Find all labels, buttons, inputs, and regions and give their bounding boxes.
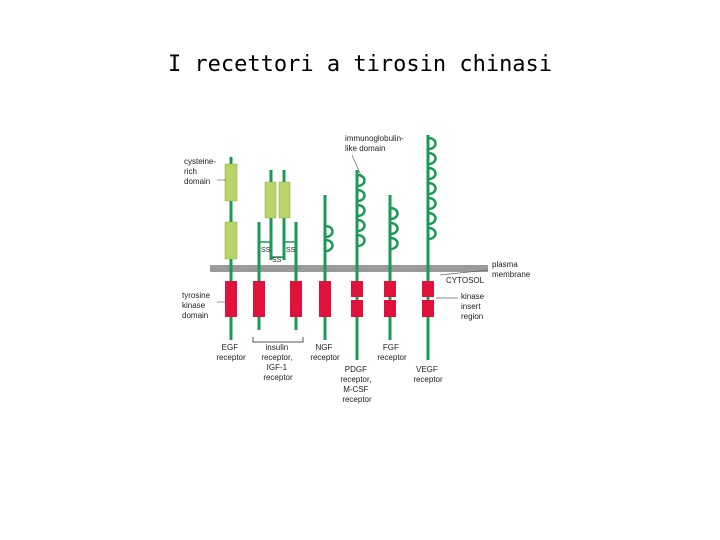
receptor-label-line: EGF	[222, 343, 239, 352]
pdgf-kinase-top	[351, 281, 363, 297]
tyrosine-label-line: kinase	[182, 301, 206, 310]
egf-kinase-domain	[225, 281, 237, 317]
plasma-membrane-bar	[210, 265, 488, 272]
insulin-cysteine-right	[278, 181, 291, 219]
kinase-insert-label-line: kinase	[461, 292, 485, 301]
receptor-label-line: NGF	[315, 343, 332, 352]
receptor-label-line: receptor,	[261, 353, 292, 362]
fgf-kinase-top	[384, 281, 396, 297]
receptor-label-line: VEGF	[416, 365, 438, 374]
cytosol-label: CYTOSOL	[446, 276, 485, 285]
receptor-label-egf: EGF receptor	[216, 343, 246, 362]
cysteine-label-line: cysteine-	[184, 157, 216, 166]
ngf-ig-loops	[323, 224, 334, 253]
receptor-label-line: PDGF	[345, 365, 367, 374]
receptor-label-line: M-CSF	[343, 385, 368, 394]
kinase-insert-label-line: region	[461, 312, 483, 321]
plasma-membrane-label: plasma membrane	[492, 260, 531, 279]
insulin-kinase-right	[290, 281, 302, 317]
cysteine-domain-label: cysteine- rich domain	[184, 157, 218, 186]
ngf-kinase-domain	[319, 281, 331, 317]
ss-label: SS	[272, 257, 282, 264]
pdgf-receptor	[351, 170, 366, 360]
receptor-label-ngf: NGF receptor	[310, 343, 340, 362]
cysteine-label-line: domain	[184, 177, 210, 186]
vegf-ig-loops	[426, 136, 437, 241]
receptor-label-vegf: VEGF receptor	[413, 365, 443, 384]
plasma-membrane-label-line: membrane	[492, 270, 531, 279]
receptor-label-line: receptor	[216, 353, 246, 362]
ss-label: SS	[261, 247, 271, 254]
egf-cysteine-domain-bottom	[224, 221, 238, 260]
receptor-label-line: insulin	[266, 343, 289, 352]
receptor-label-line: receptor	[377, 353, 407, 362]
pdgf-ig-loops	[355, 173, 366, 248]
vegf-kinase-bottom	[422, 300, 434, 317]
egf-cysteine-domain-top	[224, 163, 238, 202]
kinase-insert-label-line: insert	[461, 302, 481, 311]
page-title: I recettori a tirosin chinasi	[167, 52, 553, 77]
immunoglobulin-domain-label: immunoglobulin- like domain	[345, 134, 406, 153]
receptor-label-insulin: insulin receptor, IGF-1 receptor	[261, 343, 294, 382]
cysteine-label-line: rich	[184, 167, 197, 176]
receptor-label-line: receptor	[310, 353, 340, 362]
immunoglobulin-label-line: immunoglobulin-	[345, 134, 404, 143]
pointer-lines	[217, 154, 489, 303]
insulin-bracket	[252, 337, 304, 343]
pointer-immunoglobulin	[351, 154, 363, 179]
tyrosine-label-line: tyrosine	[182, 291, 211, 300]
kinase-insert-region-label: kinase insert region	[461, 292, 486, 321]
tyrosine-kinase-domain-label: tyrosine kinase domain	[182, 291, 212, 320]
ss-label: SS	[286, 247, 296, 254]
fgf-receptor	[384, 195, 399, 340]
receptor-label-line: receptor	[413, 375, 443, 384]
receptor-label-line: receptor	[342, 395, 372, 404]
receptor-label-line: receptor,	[340, 375, 371, 384]
ngf-receptor	[319, 195, 334, 340]
insulin-cysteine-left	[264, 181, 277, 219]
plasma-membrane-label-line: plasma	[492, 260, 518, 269]
tyrosine-label-line: domain	[182, 311, 208, 320]
receptor-label-line: FGF	[383, 343, 399, 352]
receptor-label-pdgf: PDGF receptor, M-CSF receptor	[340, 365, 373, 404]
immunoglobulin-label-line: like domain	[345, 144, 385, 153]
vegf-receptor	[422, 135, 437, 360]
egf-receptor	[224, 157, 238, 340]
receptor-label-line: receptor	[263, 373, 293, 382]
fgf-ig-loops	[388, 206, 399, 251]
insulin-receptor	[252, 170, 304, 343]
vegf-kinase-top	[422, 281, 434, 297]
pointer-cytosol	[439, 269, 489, 276]
receptor-label-line: IGF-1	[267, 363, 288, 372]
pdgf-kinase-bottom	[351, 300, 363, 317]
fgf-kinase-bottom	[384, 300, 396, 317]
receptor-label-fgf: FGF receptor	[377, 343, 407, 362]
insulin-kinase-left	[253, 281, 265, 317]
